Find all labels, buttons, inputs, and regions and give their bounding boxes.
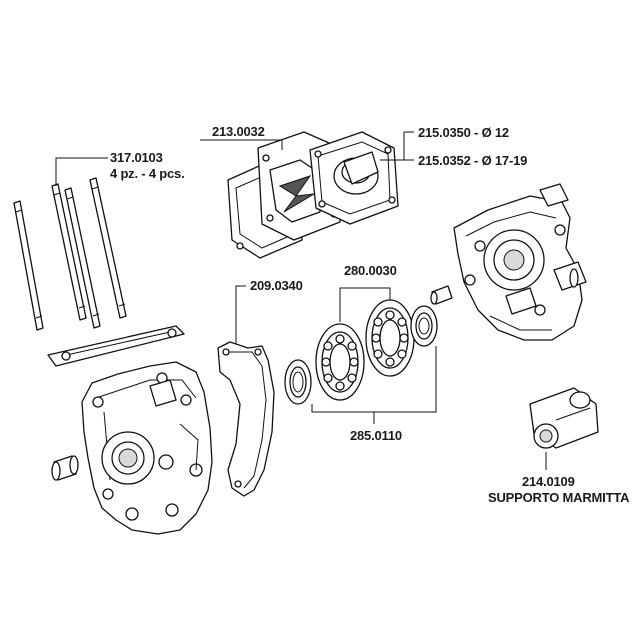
exhaust-support: [529, 387, 599, 449]
right-crankcase: [453, 183, 587, 341]
bearing-right: [365, 299, 415, 377]
studs-group: [13, 177, 127, 331]
stud: [64, 187, 101, 329]
stud: [13, 200, 44, 331]
label-studs-note: 4 pz. - 4 pcs.: [110, 166, 185, 181]
reed-valve: [309, 131, 399, 225]
dowel-pin: [430, 285, 453, 305]
label-exhaust-support-name: SUPPORTO MARMITTA: [488, 490, 630, 505]
label-bearing-set-code: 280.0030: [344, 263, 397, 278]
crankcase-gasket: [217, 341, 275, 497]
bearing-left: [315, 323, 365, 401]
label-bearing-seal-code: 285.0110: [350, 428, 402, 443]
oil-seal-left: [284, 359, 312, 405]
label-exhaust-support-code: 214.0109: [522, 474, 575, 489]
label-reed-valve-12: 215.0350 - Ø 12: [418, 125, 509, 140]
oil-seal-right: [410, 305, 438, 347]
label-reed-block-code: 213.0032: [212, 124, 265, 139]
left-crankcase: [81, 361, 213, 535]
leader-lines: [55, 131, 547, 470]
label-gasket-code: 209.0340: [250, 278, 303, 293]
base-gasket: [47, 325, 185, 367]
label-reed-valve-17-19: 215.0352 - Ø 17-19: [418, 153, 527, 168]
bushing-left: [51, 455, 79, 481]
stud: [89, 177, 127, 319]
label-studs-code: 317.0103: [110, 150, 163, 165]
